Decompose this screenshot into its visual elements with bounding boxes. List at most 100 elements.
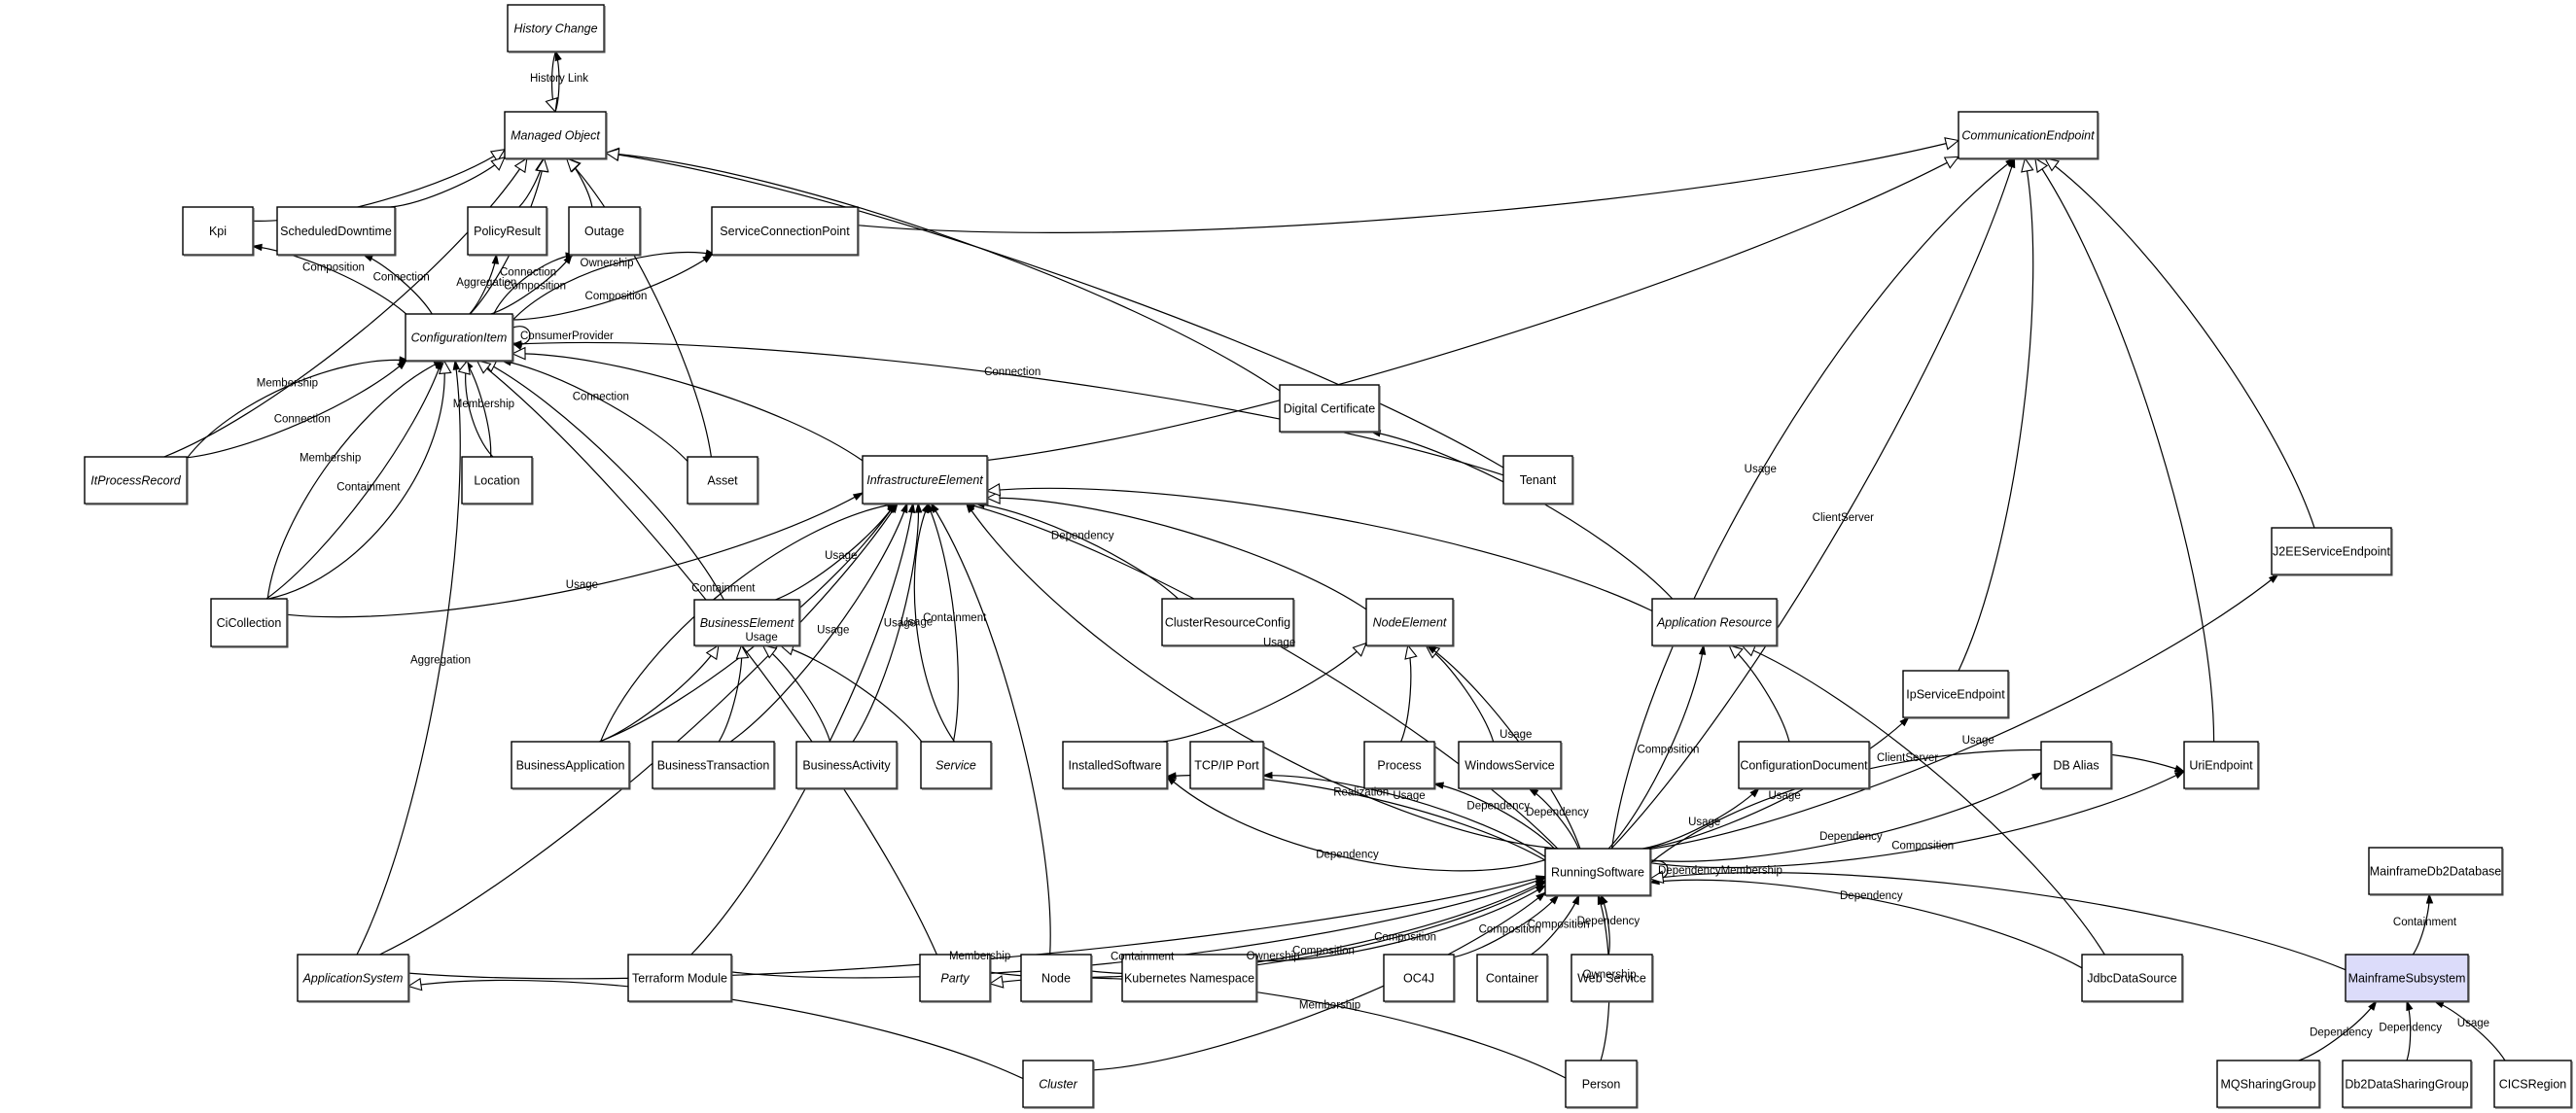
class-node-business-activity[interactable]: BusinessActivity (795, 741, 899, 790)
edge-generalization[interactable] (565, 157, 712, 458)
class-node-windows-service[interactable]: WindowsService (1458, 741, 1563, 790)
edge-association-composition[interactable] (1607, 643, 1707, 850)
class-node-outage[interactable]: Outage (568, 206, 642, 257)
class-node-asset[interactable]: Asset (687, 456, 759, 505)
class-node-cluster[interactable]: Cluster (1022, 1060, 1095, 1109)
class-node-managed-object[interactable]: Managed Object (504, 111, 608, 160)
class-node-business-transaction[interactable]: BusinessTransaction (652, 741, 776, 790)
edge-line[interactable] (286, 492, 864, 618)
edge-association-connection[interactable] (500, 359, 688, 462)
class-node-mainframe-subsystem[interactable]: MainframeSubsystem (2345, 954, 2470, 1003)
edge-generalization[interactable] (985, 482, 1653, 612)
edge-association-usage[interactable] (729, 502, 908, 743)
edge-line[interactable] (1958, 157, 2034, 672)
edge-generalization[interactable] (761, 644, 831, 743)
class-node-node-element[interactable]: NodeElement (1365, 598, 1455, 647)
edge-line[interactable] (163, 157, 528, 458)
class-node-jdbc-data-source[interactable]: JdbcDataSource (2081, 954, 2184, 1003)
edge-line[interactable] (566, 157, 712, 458)
edge-line[interactable] (966, 503, 1559, 850)
class-node-cics-region[interactable]: CICSRegion (2493, 1060, 2573, 1109)
edge-generalization[interactable] (718, 643, 750, 743)
edge-line[interactable] (1741, 644, 2105, 956)
edge-generalization[interactable] (598, 643, 720, 743)
edge-line[interactable] (1644, 716, 1910, 850)
class-node-web-service[interactable]: Web Service (1570, 954, 1654, 1003)
edge-line[interactable] (476, 360, 937, 956)
edge-generalization[interactable] (163, 157, 528, 458)
edge-line[interactable] (1262, 775, 1546, 857)
edge-line[interactable] (1162, 643, 1367, 743)
edge-line[interactable] (186, 359, 409, 460)
edge-line[interactable] (775, 503, 897, 601)
class-node-j2ee-service-endpoint[interactable]: J2EEServiceEndpoint (2271, 527, 2393, 576)
edge-line[interactable] (927, 503, 959, 743)
class-node-installed-software[interactable]: InstalledSoftware (1062, 741, 1169, 790)
edge-generalization[interactable] (2034, 157, 2215, 743)
class-node-digital-certificate[interactable]: Digital Certificate (1279, 384, 1381, 434)
edge-line[interactable] (965, 503, 1559, 850)
edge-line[interactable] (857, 139, 1959, 233)
class-node-person[interactable]: Person (1565, 1060, 1639, 1109)
edge-line[interactable] (379, 503, 899, 956)
edge-generalization[interactable] (476, 360, 937, 956)
edge-line[interactable] (599, 503, 897, 743)
edge-association-usage[interactable] (1610, 157, 2017, 850)
edge-association-connection[interactable] (362, 254, 433, 315)
edge-line[interactable] (356, 360, 461, 956)
edge-line[interactable] (252, 245, 406, 315)
class-node-application-system[interactable]: ApplicationSystem (297, 954, 410, 1003)
edge-association-usage[interactable] (1644, 715, 1910, 850)
edge-line[interactable] (986, 487, 1653, 612)
edge-line[interactable] (512, 254, 713, 321)
edge-line[interactable] (2044, 157, 2315, 529)
edge-line[interactable] (1453, 894, 1559, 958)
edge-generalization[interactable] (2043, 157, 2315, 529)
edge-line[interactable] (1642, 787, 1760, 850)
edge-line[interactable] (605, 152, 1281, 392)
edge-generalization[interactable] (986, 156, 1960, 462)
class-node-container[interactable]: Container (1476, 954, 1549, 1003)
edge-association-usage[interactable] (964, 502, 1559, 850)
class-node-service[interactable]: Service (920, 741, 993, 790)
edge-generalization[interactable] (1728, 644, 1790, 743)
edge-line[interactable] (1607, 644, 1705, 850)
edge-line[interactable] (598, 644, 720, 743)
class-node-service-connection-point[interactable]: ServiceConnectionPoint (711, 206, 860, 257)
edge-line[interactable] (502, 360, 688, 462)
edge-line[interactable] (1425, 644, 1495, 743)
class-node-configuration-item[interactable]: ConfigurationItem (405, 313, 514, 363)
class-node-party[interactable]: Party (919, 954, 992, 1003)
edge-line[interactable] (1649, 879, 2083, 969)
edge-association-usage[interactable] (775, 502, 897, 601)
class-node-mq-sharing-group[interactable]: MQSharingGroup (2216, 1060, 2321, 1109)
edge-line[interactable] (266, 360, 443, 600)
edge-line[interactable] (762, 644, 831, 743)
edge-line[interactable] (1649, 748, 2185, 864)
edge-line[interactable] (390, 157, 506, 208)
class-node-configuration-document[interactable]: ConfigurationDocument (1738, 741, 1871, 790)
class-node-kpi[interactable]: Kpi (182, 206, 255, 257)
class-node-tenant[interactable]: Tenant (1502, 455, 1574, 505)
edge-line[interactable] (975, 503, 1179, 600)
class-node-node[interactable]: Node (1020, 954, 1093, 1003)
edge-line[interactable] (2034, 157, 2215, 743)
class-node-policy-result[interactable]: PolicyResult (467, 206, 548, 257)
edge-association-connection[interactable] (186, 359, 407, 459)
edge-line[interactable] (1728, 644, 1790, 743)
edge-line[interactable] (186, 360, 407, 459)
edge-generalization[interactable] (1400, 643, 1418, 743)
edge-generalization[interactable] (268, 359, 452, 600)
edge-association-usage[interactable] (286, 492, 865, 618)
edge-generalization[interactable] (390, 156, 506, 208)
class-node-business-element[interactable]: BusinessElement (693, 599, 801, 647)
edge-generalization[interactable] (604, 148, 1504, 469)
edge-association-composition[interactable] (1255, 885, 1547, 962)
class-node-db-alias[interactable]: DB Alias (2040, 741, 2113, 790)
edge-line[interactable] (852, 503, 920, 743)
edge-association-dependency[interactable] (1432, 782, 1555, 850)
edge-association-usage[interactable] (1642, 786, 1760, 850)
edge-line[interactable] (1092, 891, 1546, 1071)
edge-generalization[interactable] (511, 346, 864, 462)
class-node-tcpip-port[interactable]: TCP/IP Port (1189, 741, 1265, 790)
